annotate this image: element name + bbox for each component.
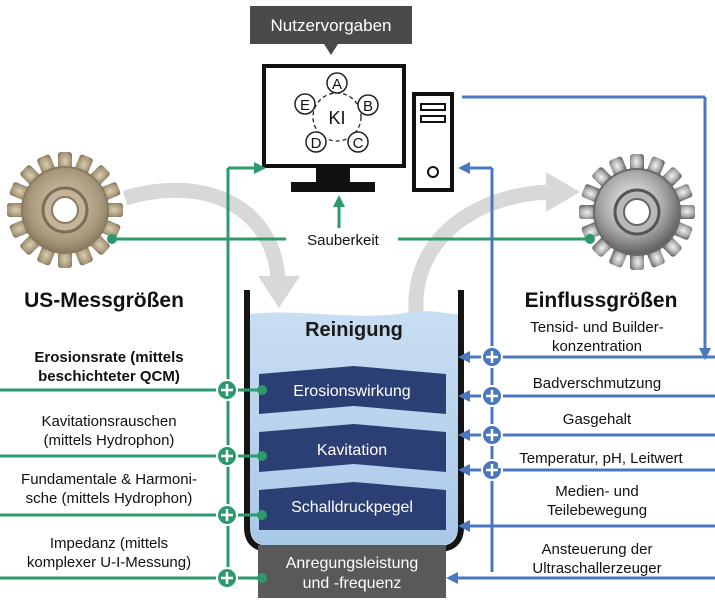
svg-text:konzentration: konzentration — [552, 338, 642, 355]
svg-text:B: B — [363, 98, 373, 115]
blue-plus-icon — [481, 346, 503, 368]
right-grey-arrow — [408, 172, 580, 313]
blue-connectors — [458, 95, 715, 580]
right-heading: Einflussgrößen — [525, 289, 678, 312]
node-d: D — [305, 131, 327, 153]
blue-plus-icon — [481, 459, 503, 481]
svg-text:komplexer U-I-Messung): komplexer U-I-Messung) — [27, 554, 191, 571]
left-grey-arrow — [122, 182, 300, 308]
dirty-gear-icon — [7, 152, 123, 268]
layer-erosionswirkung: Erosionswirkung — [259, 366, 446, 414]
left-item-fundamentale: Fundamentale & Harmoni- sche (mittels Hy… — [21, 471, 197, 507]
blue-arrow-to-tower — [458, 162, 470, 174]
svg-text:D: D — [311, 135, 322, 152]
green-dot — [257, 510, 267, 520]
left-item-impedanz: Impedanz (mittels komplexer U-I-Messung) — [27, 535, 191, 571]
layer-label: Schalldruckpegel — [291, 499, 413, 516]
svg-text:Temperatur, pH, Leitwert: Temperatur, pH, Leitwert — [519, 450, 683, 467]
svg-text:E: E — [300, 97, 310, 114]
right-item-badverschmutzung: Badverschmutzung — [533, 375, 661, 392]
node-c: C — [347, 131, 369, 153]
svg-text:Erosionsrate (mittels: Erosionsrate (mittels — [34, 349, 183, 366]
base-line1: Anregungsleistung — [286, 555, 419, 572]
svg-text:Teilebewegung: Teilebewegung — [547, 502, 647, 519]
svg-text:C: C — [353, 135, 364, 152]
svg-text:A: A — [332, 76, 342, 93]
pc-tower — [412, 92, 454, 192]
green-dot — [257, 385, 267, 395]
left-item-kavitationsrauschen: Kavitationsrauschen (mittels Hydrophon) — [41, 413, 176, 449]
anregung-box: Anregungsleistung und -frequenz — [258, 545, 446, 598]
right-item-medien: Medien- und Teilebewegung — [547, 483, 647, 519]
blue-arrow — [458, 429, 470, 441]
green-dot — [257, 451, 267, 461]
svg-text:sche (mittels Hydrophon): sche (mittels Hydrophon) — [26, 490, 193, 507]
green-dot — [107, 234, 117, 244]
right-item-temperatur: Temperatur, pH, Leitwert — [519, 450, 683, 467]
left-item-erosionsrate: Erosionsrate (mittels beschichteter QCM) — [34, 349, 183, 385]
computer-monitor — [262, 64, 406, 192]
svg-text:Ansteuerung der: Ansteuerung der — [542, 541, 653, 558]
node-e: E — [294, 93, 316, 115]
node-b: B — [357, 94, 379, 116]
green-arrow-to-monitor — [254, 162, 266, 174]
green-plus-icon — [216, 445, 238, 467]
layer-schalldruckpegel: Schalldruckpegel — [259, 482, 446, 530]
node-a: A — [326, 72, 348, 94]
nutzervorgaben-banner: Nutzervorgaben — [250, 6, 412, 55]
banner-title: Nutzervorgaben — [271, 16, 392, 35]
sauberkeit-bg — [290, 228, 396, 250]
layer-kavitation: Kavitation — [259, 424, 446, 472]
green-plus-icon — [216, 567, 238, 589]
svg-text:Kavitationsrauschen: Kavitationsrauschen — [41, 413, 176, 430]
sauberkeit-label: Sauberkeit — [307, 232, 380, 249]
blue-arrow — [458, 390, 470, 402]
blue-arrow — [458, 464, 470, 476]
clean-gear-icon — [579, 154, 695, 270]
blue-arrow-down — [699, 348, 711, 360]
ki-node-graph: KI A B C D E — [294, 72, 379, 153]
green-dot — [257, 573, 267, 583]
svg-text:Badverschmutzung: Badverschmutzung — [533, 375, 661, 392]
base-line2: und -frequenz — [303, 575, 402, 592]
svg-text:Ultraschallerzeuger: Ultraschallerzeuger — [532, 560, 661, 577]
temperatur-bg — [498, 448, 704, 468]
blue-arrow — [458, 351, 470, 363]
right-item-tensid: Tensid- und Builder- konzentration — [530, 319, 663, 355]
svg-text:Impedanz (mittels: Impedanz (mittels — [50, 535, 168, 552]
blue-arrow — [458, 520, 470, 532]
svg-text:Fundamentale & Harmoni-: Fundamentale & Harmoni- — [21, 471, 197, 488]
svg-text:(mittels Hydrophon): (mittels Hydrophon) — [44, 432, 175, 449]
green-plus-icon — [216, 379, 238, 401]
green-dot — [585, 234, 595, 244]
blue-plus-icon — [481, 424, 503, 446]
right-item-ansteuerung: Ansteuerung der Ultraschallerzeuger — [532, 541, 661, 577]
green-plus-icon — [216, 504, 238, 526]
svg-text:beschichteter QCM): beschichteter QCM) — [38, 368, 180, 385]
svg-text:Tensid- und Builder-: Tensid- und Builder- — [530, 319, 663, 336]
right-item-gasgehalt: Gasgehalt — [563, 411, 632, 428]
svg-text:Medien- und: Medien- und — [555, 483, 638, 500]
blue-plus-icon — [481, 385, 503, 407]
green-arrow-up — [333, 195, 345, 207]
ki-label: KI — [328, 108, 345, 128]
blue-arrow — [446, 572, 458, 584]
layer-label: Erosionswirkung — [293, 383, 410, 400]
tank-title: Reinigung — [305, 319, 403, 341]
svg-text:Gasgehalt: Gasgehalt — [563, 411, 632, 428]
left-heading: US-Messgrößen — [24, 289, 184, 312]
layer-label: Kavitation — [317, 442, 387, 459]
